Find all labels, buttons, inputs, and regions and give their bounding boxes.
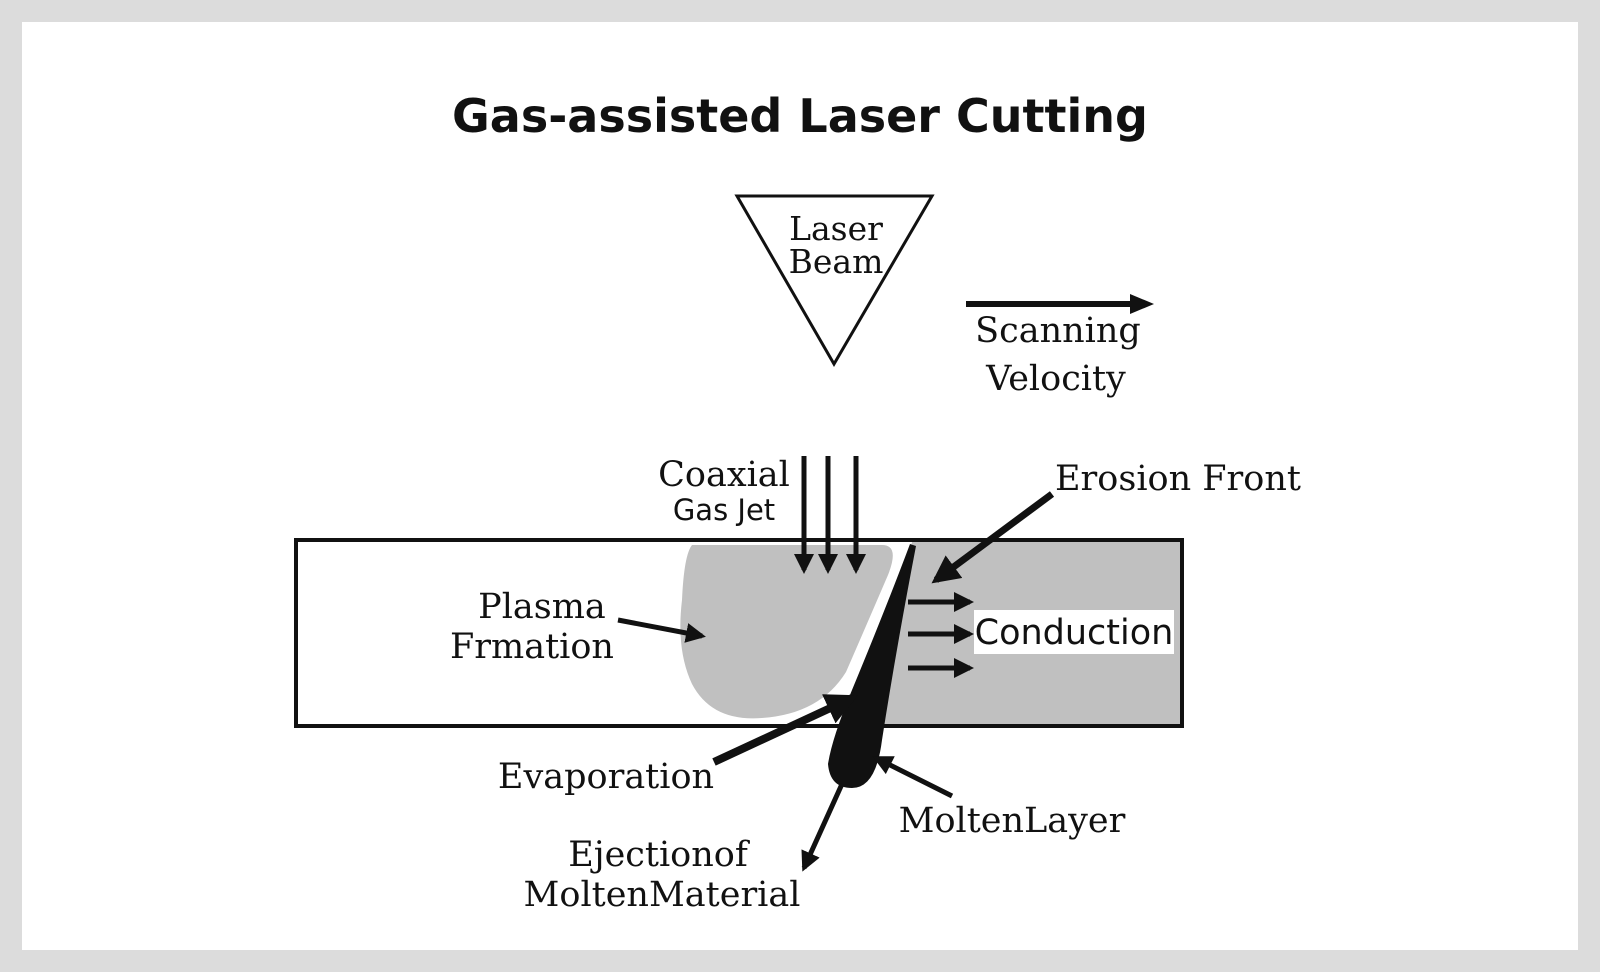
diagram-title: Gas-assisted Laser Cutting <box>452 89 1148 143</box>
diagram-canvas <box>22 22 1578 950</box>
laser-beam-label-line2: Beam <box>789 242 884 281</box>
plasma-label-line1: Plasma <box>478 587 606 627</box>
plasma-label-line2: Frmation <box>450 627 614 667</box>
coaxial-label-line1: Coaxial <box>658 455 790 495</box>
molten-layer-label: MoltenLayer <box>899 801 1126 841</box>
plasma-region <box>680 545 893 719</box>
erosion-front-arrow <box>931 491 1055 584</box>
ejection-arrow <box>801 782 845 872</box>
plasma-arrow <box>617 617 706 643</box>
scanning-label-line1: Scanning <box>975 311 1141 351</box>
molten-layer-arrow <box>872 755 954 799</box>
erosion-front-label: Erosion Front <box>1055 459 1301 499</box>
evaporation-arrow <box>712 694 858 766</box>
scanning-velocity-arrowhead <box>1130 294 1154 314</box>
laser-beam-triangle <box>734 194 935 367</box>
conduction-label: Conduction <box>975 613 1174 653</box>
laser-beam-label-line1: Laser <box>789 209 883 248</box>
coaxial-label-line2: Gas Jet <box>673 493 775 527</box>
conduction-label-background <box>974 610 1174 654</box>
ejection-label-line1: Ejectionof <box>568 835 751 875</box>
molten-layer-shape <box>828 544 916 788</box>
workpiece-border <box>294 538 1184 728</box>
ejection-label-line2: MoltenMaterial <box>524 875 801 915</box>
evaporation-label: Evaporation <box>498 757 714 797</box>
scanning-label-line2: Velocity <box>985 359 1126 399</box>
